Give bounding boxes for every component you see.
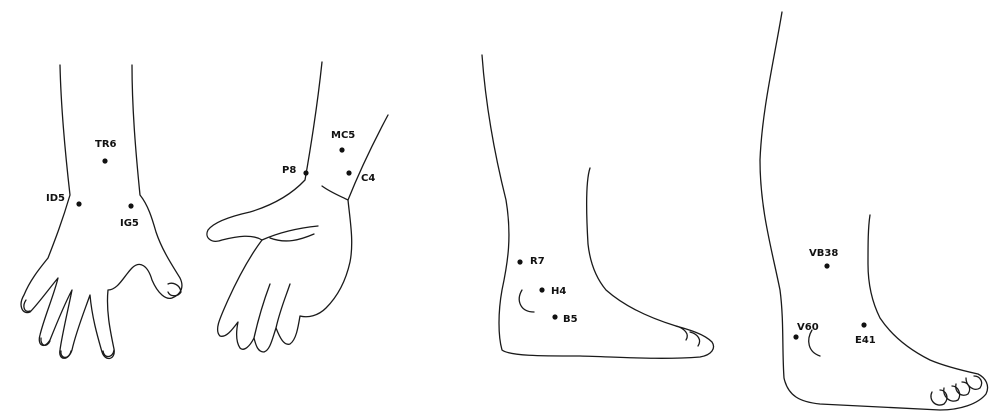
lateral-foot-outline [760, 12, 988, 410]
back-hand-knuckle-1 [24, 300, 30, 311]
point-b5-label: B5 [563, 314, 578, 325]
acupoint-markers: TR6 ID5 IG5 MC5 P8 C4 R7 H4 B5 VB38 V60 … [46, 130, 876, 346]
point-h4-label: H4 [551, 286, 566, 297]
back-hand-knuckle-4 [103, 350, 114, 357]
medial-toe-1 [676, 326, 687, 340]
point-h4-dot [539, 287, 544, 292]
point-id5-label: ID5 [46, 193, 65, 204]
point-p8-label: P8 [282, 165, 296, 176]
palm-finger-line-1 [254, 284, 270, 338]
point-r7-label: R7 [530, 256, 545, 267]
lateral-toe-1 [931, 390, 947, 405]
back-of-hand-figure [21, 65, 182, 358]
medial-foot-figure [482, 55, 714, 358]
point-vb38-label: VB38 [809, 248, 838, 259]
point-e41-dot [861, 322, 866, 327]
point-tr6-label: TR6 [95, 139, 117, 150]
point-c4-label: C4 [361, 173, 375, 184]
point-v60-dot [793, 334, 798, 339]
back-hand-thumbnail [168, 283, 181, 295]
lateral-toe-4 [966, 376, 982, 389]
point-id5-dot [76, 201, 81, 206]
point-ig5-label: IG5 [120, 218, 139, 229]
point-c4-dot [346, 170, 351, 175]
medial-toe-2 [690, 332, 700, 346]
point-e41-label: E41 [855, 335, 876, 346]
palm-finger-line-2 [276, 284, 290, 328]
back-hand-knuckle-3 [61, 351, 71, 357]
lateral-ankle-bone [809, 330, 820, 356]
point-tr6-dot [102, 158, 107, 163]
point-p8-dot [303, 170, 308, 175]
palm-wrist-inner [322, 186, 348, 200]
palm-of-hand-figure [207, 62, 388, 352]
point-r7-dot [517, 259, 522, 264]
palm-outline [207, 62, 388, 352]
lateral-foot-figure [760, 12, 988, 410]
point-mc5-dot [339, 147, 344, 152]
medial-ankle-bone [519, 290, 534, 312]
back-hand-outline [21, 65, 182, 358]
point-b5-dot [552, 314, 557, 319]
point-mc5-label: MC5 [331, 130, 355, 141]
point-v60-label: V60 [797, 322, 819, 333]
medial-foot-outline [482, 55, 714, 358]
point-vb38-dot [824, 263, 829, 268]
point-ig5-dot [128, 203, 133, 208]
